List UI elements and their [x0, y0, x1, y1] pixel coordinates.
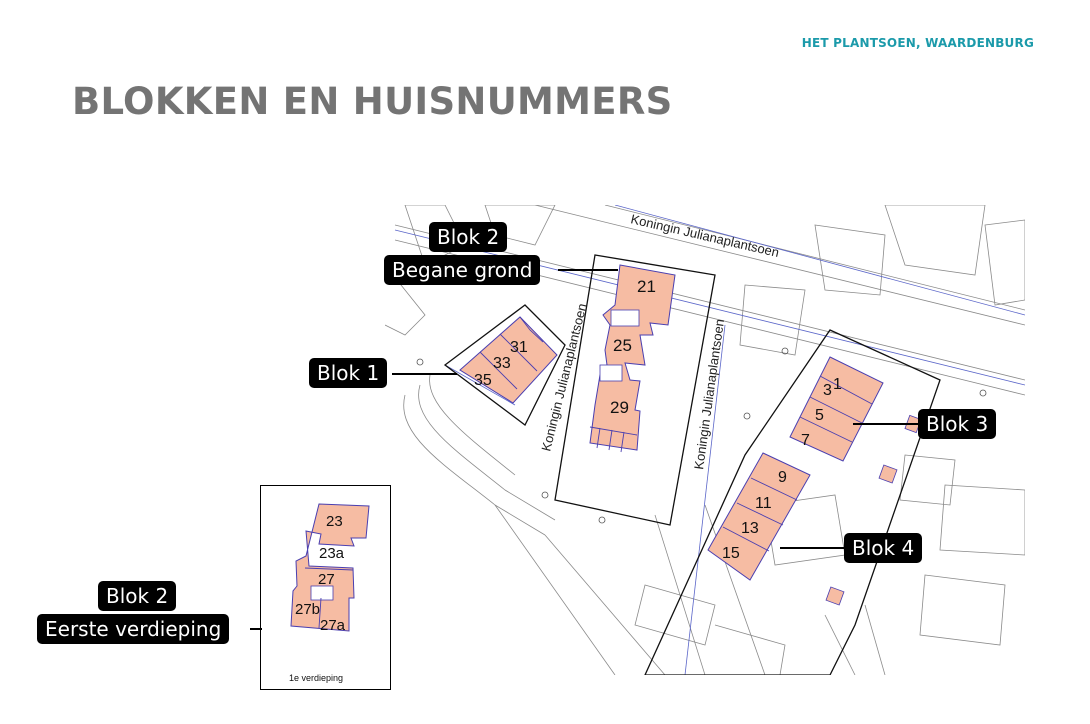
blok-1: 31 33 35: [459, 316, 558, 404]
blok-4: 9 11 13 15: [707, 452, 811, 581]
house-number: 21: [637, 277, 656, 296]
callout-blok2-first-subtitle: Eerste verdieping: [37, 614, 230, 644]
house-number: 29: [610, 398, 629, 417]
callout-blok1: Blok 1: [309, 358, 388, 388]
house-number: 23a: [319, 545, 345, 562]
house-number: 9: [778, 469, 787, 486]
site-map: Koningin Julianaplantsoen Koningin Julia…: [385, 205, 1025, 675]
street-label-right: Koningin Julianaplantsoen: [691, 318, 727, 470]
header-brand: HET PLANTSOEN, WAARDENBURG: [801, 36, 1034, 50]
house-number: 27: [318, 571, 335, 588]
leader-line: [853, 423, 919, 425]
house-number: 13: [741, 520, 759, 537]
street-label-top: Koningin Julianaplantsoen: [629, 211, 780, 260]
inset-first-floor: 23 23a 27 27b 27a 1e verdieping: [260, 485, 391, 690]
house-number: 27b: [295, 601, 320, 618]
street-label-left: Koningin Julianaplantsoen: [538, 302, 589, 453]
house-number: 23: [326, 513, 343, 530]
house-number: 15: [722, 545, 740, 562]
house-number: 3: [823, 382, 832, 399]
callout-blok4: Blok 4: [844, 533, 923, 563]
callout-blok3: Blok 3: [918, 409, 997, 439]
callout-blok2-first-title: Blok 2: [98, 581, 177, 611]
leader-line: [558, 269, 618, 271]
house-number: 25: [613, 336, 632, 355]
leader-line: [250, 628, 262, 630]
house-number: 35: [474, 372, 492, 389]
house-number: 11: [755, 495, 772, 512]
blok-3: 1 3 5 7: [789, 356, 922, 606]
callout-blok2-ground-title: Blok 2: [429, 222, 508, 252]
page-title: BLOKKEN EN HUISNUMMERS: [72, 80, 673, 123]
map-symbols: [416, 347, 987, 524]
house-number: 1: [833, 376, 842, 393]
leader-line: [780, 547, 845, 549]
house-number: 27a: [320, 617, 346, 634]
house-number: 5: [815, 407, 824, 424]
block-outlines: [443, 254, 941, 675]
callout-blok2-ground-subtitle: Begane grond: [384, 255, 541, 285]
house-number: 33: [493, 355, 511, 372]
inset-caption: 1e verdieping: [289, 673, 343, 683]
leader-line: [392, 373, 457, 375]
house-number: 31: [510, 339, 528, 356]
inset-map: 23 23a 27 27b 27a 1e verdieping: [289, 503, 370, 683]
house-number: 7: [801, 432, 810, 449]
blok-2-ground: 21 25 29: [589, 264, 676, 453]
